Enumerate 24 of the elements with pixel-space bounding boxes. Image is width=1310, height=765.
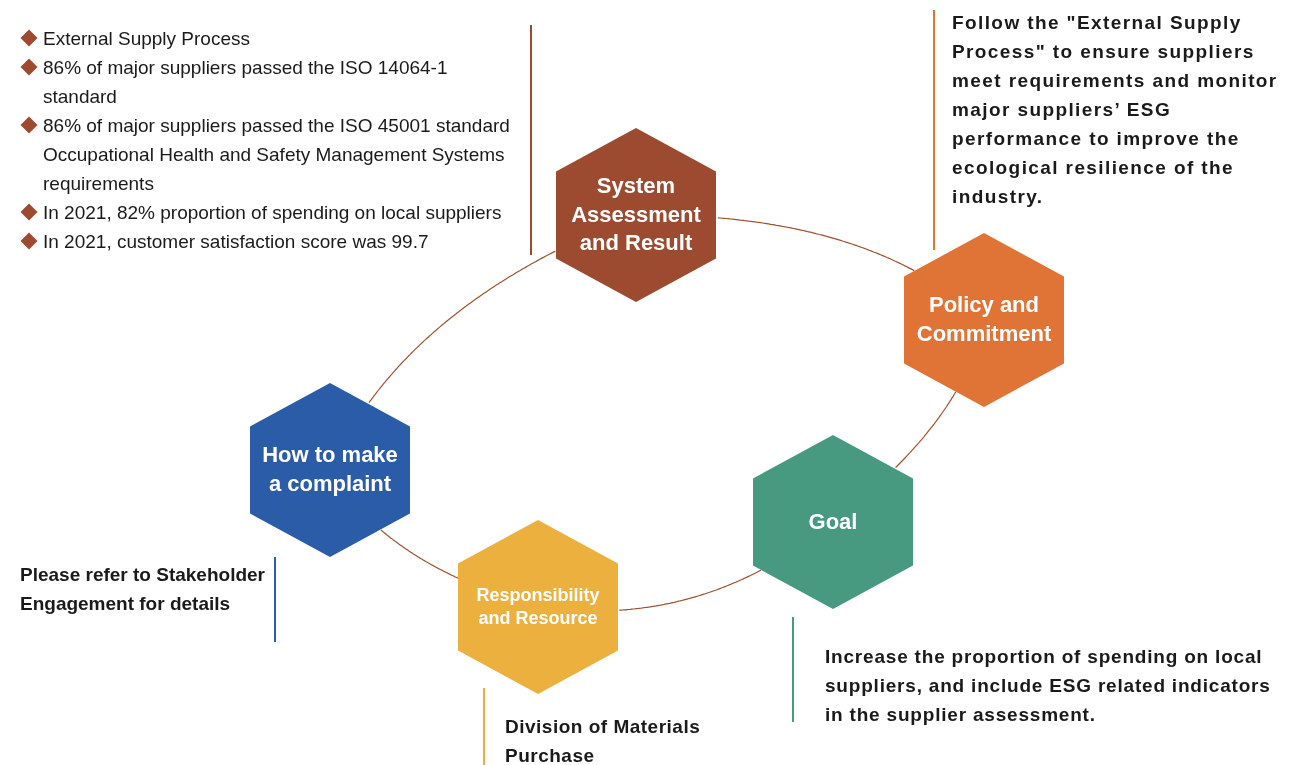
bullet-text: 86% of major suppliers passed the ISO 45001 standard Occupational Health and Safety Management Systems requirements xyxy=(43,114,511,196)
bullet-text: 86% of major suppliers passed the ISO 14064-1 standard xyxy=(43,56,449,109)
hexagon-node xyxy=(556,128,716,302)
hexagon-label: Responsibility and Resource xyxy=(475,583,601,630)
connector-arc xyxy=(895,391,957,469)
bullet-text: In 2021, 82% proportion of spending on local suppliers xyxy=(43,201,502,225)
hexagon-node xyxy=(458,520,618,694)
hexagon-label: Goal xyxy=(807,507,859,536)
hexagon-node xyxy=(904,233,1064,407)
bullet-text: In 2021, customer satisfaction score was 99.7 xyxy=(43,230,429,254)
description-text: Increase the proportion of spending on local suppliers, and include ESG related indicators in the supplier assessment. xyxy=(825,645,1272,727)
connector-arc xyxy=(368,250,556,404)
hexagon-label: System Assessment and Result xyxy=(570,172,702,258)
description-text: Division of Materials Purchase xyxy=(505,715,702,765)
description-text: Follow the "External Supply Process" to ensure suppliers meet requirements and monitor major suppliers’ ESG performance to improve the ecological resilience of the industry. xyxy=(952,11,1279,209)
description-text: Please refer to Stakeholder Engagement for details xyxy=(20,563,266,616)
connector-arc xyxy=(380,529,459,579)
bullet-text: External Supply Process xyxy=(43,27,250,51)
connector-arc xyxy=(717,217,915,272)
hexagon-label: How to make a complaint xyxy=(261,441,399,498)
hexagon-node xyxy=(250,383,410,557)
connector-arc xyxy=(618,569,762,611)
hexagon-node xyxy=(753,435,913,609)
hexagon-label: Policy and Commitment xyxy=(915,291,1053,348)
